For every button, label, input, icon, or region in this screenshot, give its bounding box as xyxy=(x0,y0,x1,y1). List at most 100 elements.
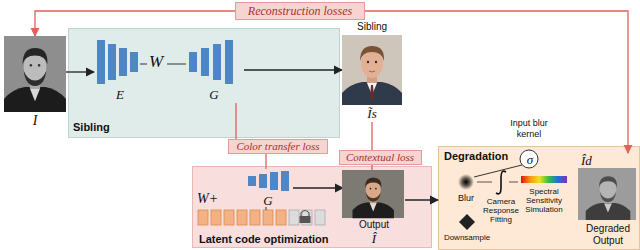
sibling-portrait xyxy=(342,82,402,105)
latent-code-bars xyxy=(315,210,325,225)
output-portrait xyxy=(342,170,404,218)
output-portrait xyxy=(370,203,377,211)
loss-label: Reconstruction losses xyxy=(235,2,365,20)
output-portrait xyxy=(375,188,377,190)
image-symbol: I xyxy=(4,113,66,130)
input-portrait xyxy=(38,64,40,67)
pipeline-arrow xyxy=(509,182,518,183)
output-portrait xyxy=(353,202,394,218)
generator-bars xyxy=(281,171,289,191)
degraded-portrait xyxy=(599,176,617,187)
loss-text: Contextual loss xyxy=(346,151,414,164)
degraded-portrait xyxy=(600,192,616,202)
kernel-symbol: σ xyxy=(521,152,539,168)
image-title: Degraded Output xyxy=(579,223,637,247)
generator-bars xyxy=(189,52,197,72)
blur-icon xyxy=(458,174,474,190)
lock-icon xyxy=(301,211,309,217)
generator-bars xyxy=(225,40,233,84)
latent-code-bars xyxy=(276,210,286,225)
output-portrait xyxy=(353,178,394,219)
output-portrait xyxy=(342,170,404,218)
sibling-portrait xyxy=(375,61,377,63)
input-portrait xyxy=(30,88,40,101)
panel-title: Sibling xyxy=(73,121,110,134)
panel-title: Latent code optimization xyxy=(199,233,329,246)
flow-tick xyxy=(167,64,186,65)
degraded-portrait xyxy=(578,168,636,220)
input-portrait xyxy=(4,36,66,112)
panel-title: Degradation xyxy=(444,150,508,163)
sibling-portrait xyxy=(370,85,374,101)
output-portrait xyxy=(365,178,382,188)
step-label: Downsample xyxy=(440,233,494,243)
generator-bars xyxy=(259,174,267,188)
output-portrait xyxy=(370,188,372,190)
image-symbol: Î xyxy=(343,231,405,247)
spectrum-bar xyxy=(521,176,567,183)
sibling-portrait xyxy=(360,46,384,61)
loss-text: Reconstruction losses xyxy=(248,4,352,18)
degraded-portrait xyxy=(578,168,636,220)
step-label: Blur xyxy=(452,193,480,204)
kernel-circle xyxy=(520,150,538,168)
loss-label: Color transfer loss xyxy=(228,139,328,154)
image-title: Output xyxy=(343,219,405,231)
input-portrait xyxy=(24,71,47,86)
latent-code-bars xyxy=(224,210,234,225)
degraded-portrait xyxy=(586,203,631,220)
encoder-bars xyxy=(119,48,127,76)
connector xyxy=(265,154,266,169)
output-portrait xyxy=(366,192,381,202)
latent-code-bars xyxy=(289,210,299,225)
connector xyxy=(235,103,236,139)
latent-code-bars xyxy=(211,210,221,225)
pipeline-arrow xyxy=(477,182,492,183)
input-portrait xyxy=(4,87,66,112)
sibling-portrait xyxy=(342,35,402,105)
latent-code-bars xyxy=(198,210,208,225)
encoder-bars xyxy=(97,40,105,84)
input-note: Input blur kernel xyxy=(500,118,558,140)
connector xyxy=(293,187,343,188)
encoder-bars xyxy=(130,52,138,72)
connector xyxy=(244,69,342,70)
step-label: Camera Response Fitting xyxy=(476,197,526,225)
network-symbol: G xyxy=(184,87,244,103)
network-symbol: G xyxy=(243,193,293,209)
image-title: Sibling xyxy=(342,21,402,33)
lock-icon xyxy=(300,211,311,224)
kernel-node: σ xyxy=(521,151,539,169)
sibling-portrait xyxy=(369,71,375,72)
generator-bars xyxy=(270,172,278,190)
latent-space-symbol: W xyxy=(149,52,163,72)
sibling-portrait xyxy=(361,50,383,78)
degraded-portrait xyxy=(604,204,611,213)
latent-code-bars xyxy=(250,210,260,225)
generator-bars xyxy=(213,44,221,80)
image-symbol: Ĩs xyxy=(342,106,402,122)
connector xyxy=(365,11,628,153)
flow-tick xyxy=(140,64,147,65)
image-symbol: Îd xyxy=(581,153,592,169)
input-portrait xyxy=(23,48,48,64)
step-label: Spectral Sensitivity Simulation xyxy=(520,187,568,215)
lock-icon xyxy=(300,216,311,223)
loss-text: Color transfer loss xyxy=(236,140,319,153)
input-portrait xyxy=(30,64,32,67)
latent-code-bars xyxy=(237,210,247,225)
latent-space-symbol: W+ xyxy=(197,191,218,208)
connector xyxy=(371,122,372,150)
degraded-portrait xyxy=(586,176,631,220)
network-symbol: E xyxy=(94,87,146,103)
sibling-portrait xyxy=(342,35,402,105)
input-portrait xyxy=(4,36,66,112)
connector xyxy=(66,71,94,72)
generator-bars xyxy=(248,176,256,186)
encoder-bars xyxy=(108,44,116,80)
latent-code-bars xyxy=(263,210,273,225)
connector xyxy=(405,199,438,200)
loss-label: Contextual loss xyxy=(339,150,422,165)
sibling-portrait xyxy=(367,61,369,63)
